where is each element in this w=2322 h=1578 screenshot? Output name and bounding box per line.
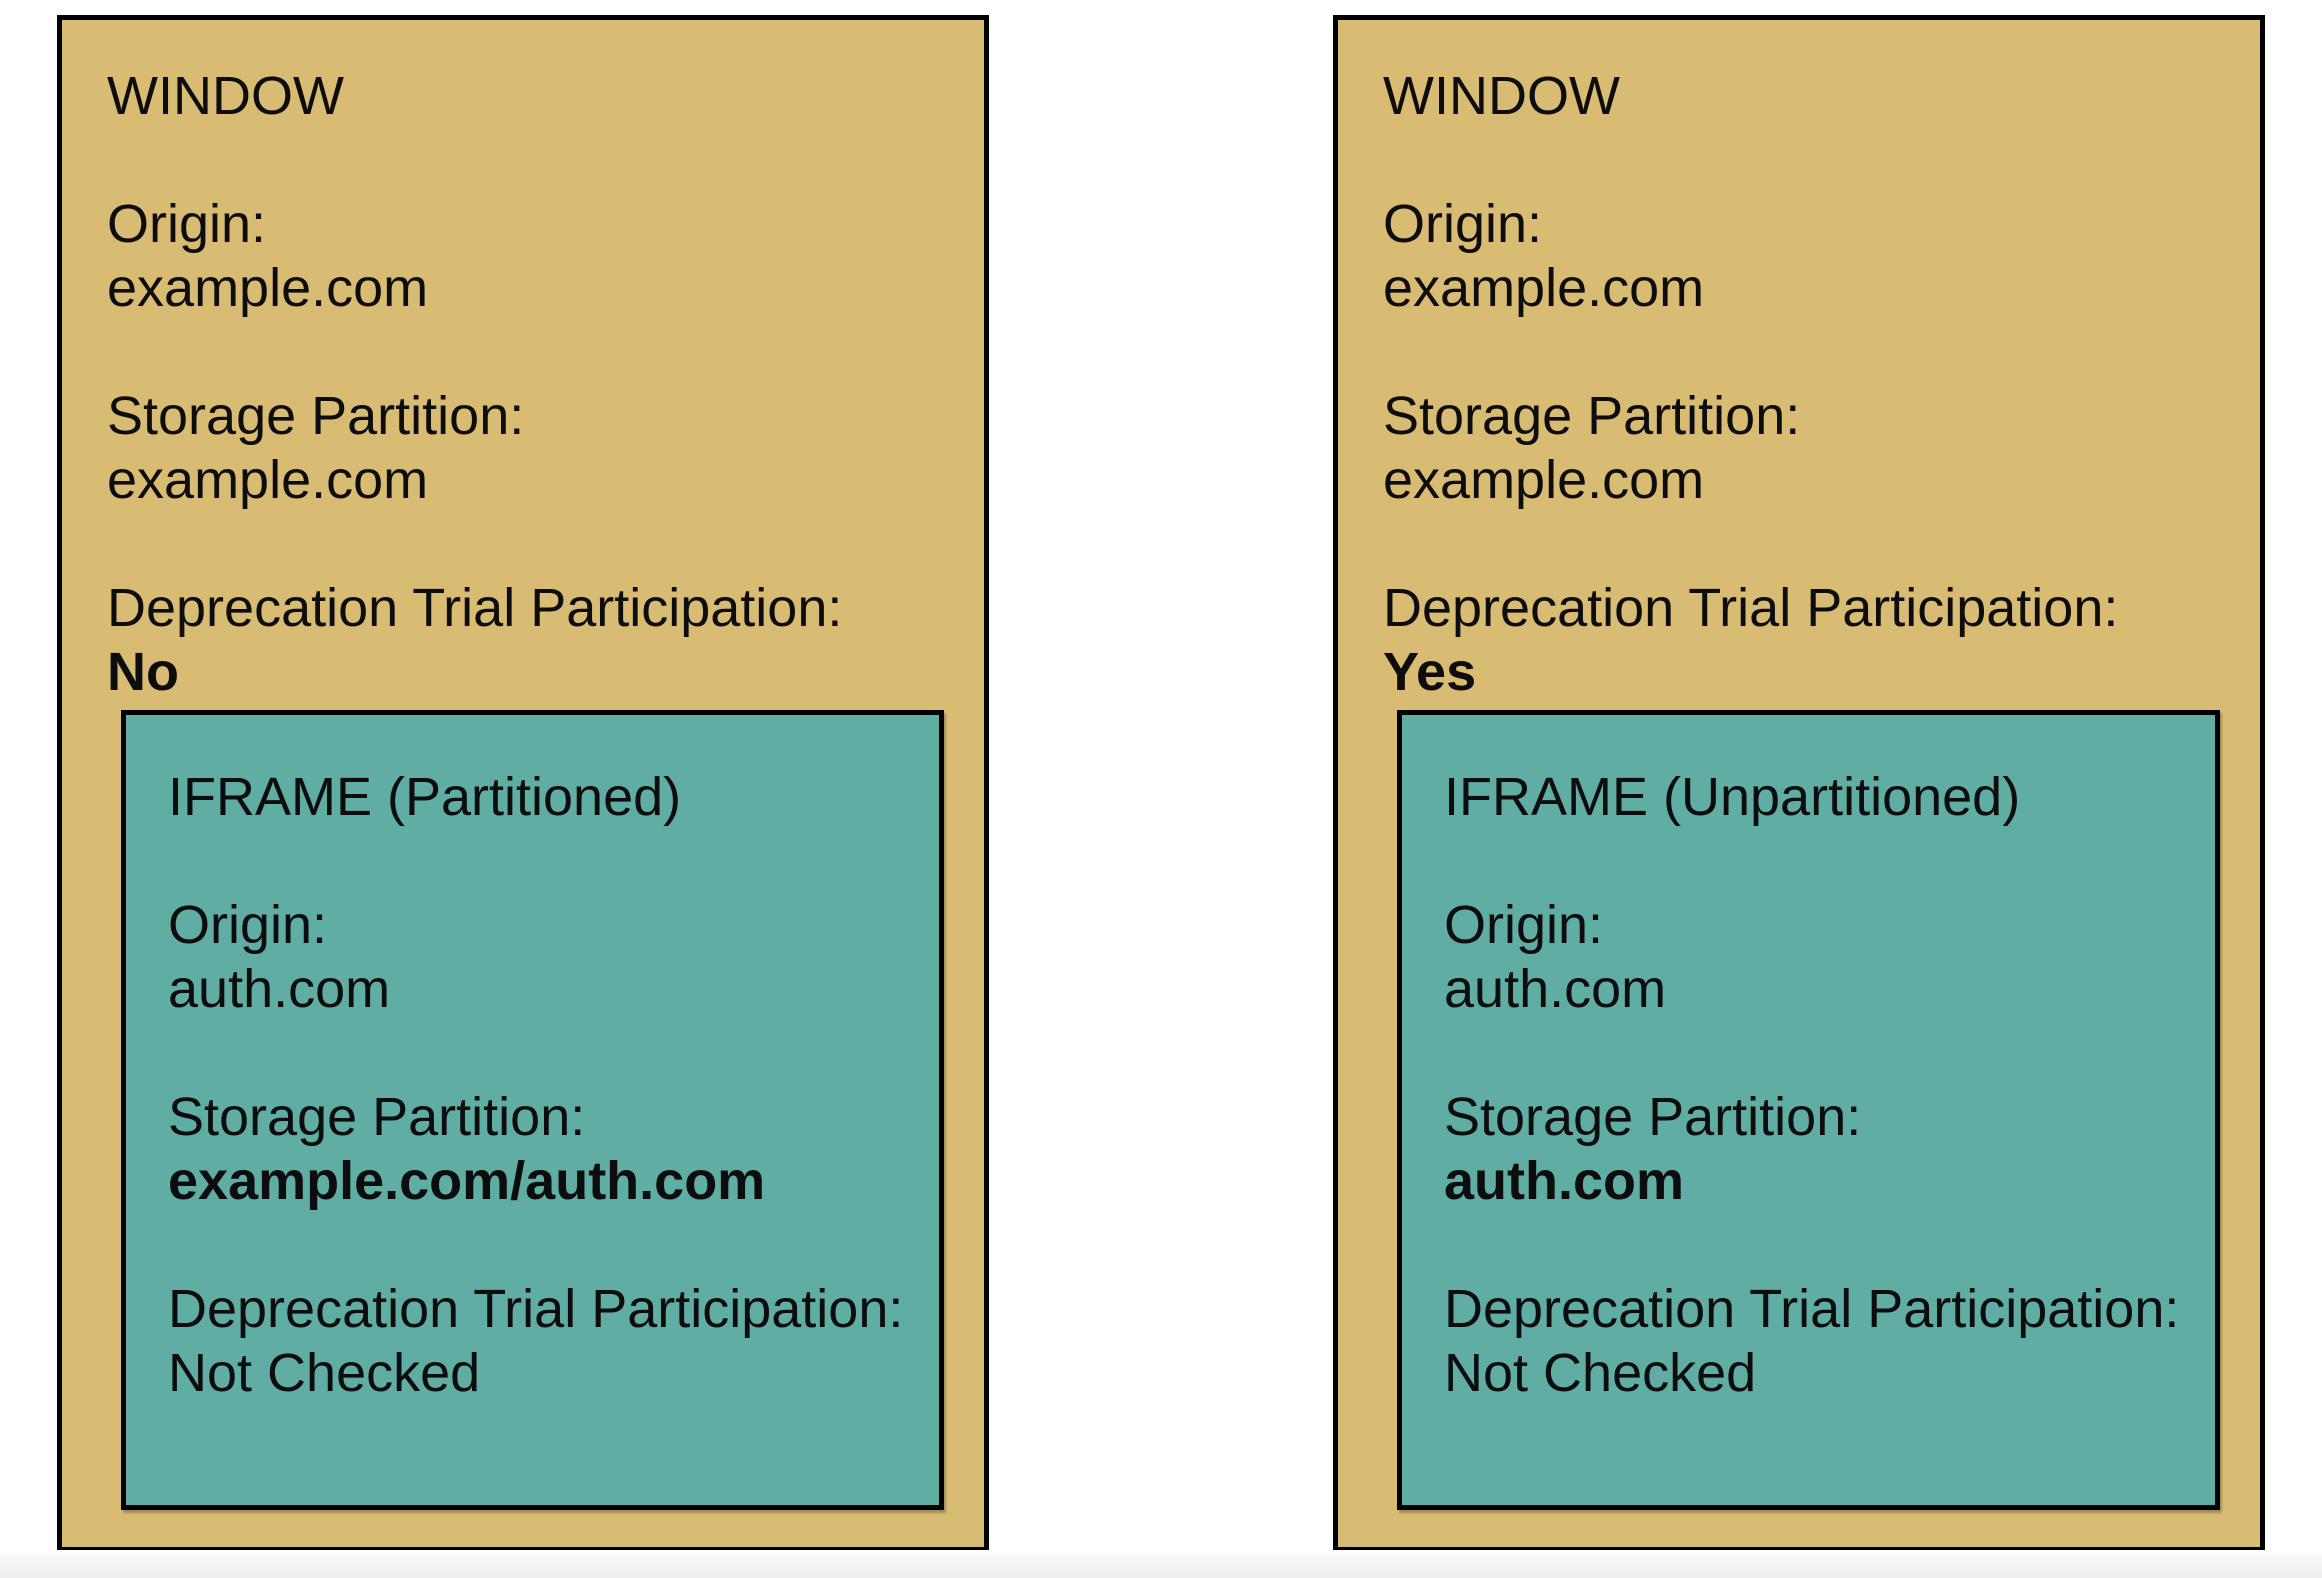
storage-partition-label: Storage Partition:	[1383, 386, 1801, 446]
iframe-origin-field: Origin: auth.com	[168, 893, 919, 1021]
storage-partition-value: example.com/auth.com	[168, 1151, 766, 1211]
storage-partition-value: example.com	[107, 450, 429, 510]
iframe-box-partitioned: IFRAME (Partitioned) Origin: auth.com St…	[121, 710, 944, 1510]
iframe-trial-field: Deprecation Trial Participation: Not Che…	[1444, 1277, 2195, 1405]
deprecation-trial-value: No	[107, 642, 179, 702]
deprecation-trial-value: Not Checked	[168, 1343, 481, 1403]
origin-label: Origin:	[107, 194, 267, 254]
origin-value: example.com	[1383, 258, 1705, 318]
window-origin-field: Origin: example.com	[1383, 192, 2224, 320]
storage-partition-label: Storage Partition:	[107, 386, 525, 446]
iframe-storage-field: Storage Partition: example.com/auth.com	[168, 1085, 919, 1213]
storage-partition-label: Storage Partition:	[168, 1087, 586, 1147]
iframe-title: IFRAME (Partitioned)	[168, 767, 682, 827]
deprecation-trial-label: Deprecation Trial Participation:	[1444, 1279, 2180, 1339]
window-storage-field: Storage Partition: example.com	[107, 384, 948, 512]
iframe-box-unpartitioned: IFRAME (Unpartitioned) Origin: auth.com …	[1397, 710, 2220, 1510]
origin-label: Origin:	[1383, 194, 1543, 254]
origin-value: auth.com	[1444, 959, 1667, 1019]
origin-value: example.com	[107, 258, 429, 318]
deprecation-trial-label: Deprecation Trial Participation:	[168, 1279, 904, 1339]
iframe-storage-field: Storage Partition: auth.com	[1444, 1085, 2195, 1213]
deprecation-trial-value: Not Checked	[1444, 1343, 1757, 1403]
window-box-partitioned: WINDOW Origin: example.com Storage Parti…	[57, 15, 989, 1552]
iframe-origin-field: Origin: auth.com	[1444, 893, 2195, 1021]
window-storage-field: Storage Partition: example.com	[1383, 384, 2224, 512]
window-title: WINDOW	[107, 66, 344, 126]
window-box-unpartitioned: WINDOW Origin: example.com Storage Parti…	[1333, 15, 2265, 1552]
page-bottom-strip	[0, 1550, 2322, 1578]
window-title: WINDOW	[1383, 66, 1620, 126]
origin-label: Origin:	[168, 895, 328, 955]
deprecation-trial-label: Deprecation Trial Participation:	[107, 578, 843, 638]
window-origin-field: Origin: example.com	[107, 192, 948, 320]
window-trial-field: Deprecation Trial Participation: Yes	[1383, 576, 2224, 704]
window-trial-field: Deprecation Trial Participation: No	[107, 576, 948, 704]
storage-partition-label: Storage Partition:	[1444, 1087, 1862, 1147]
iframe-trial-field: Deprecation Trial Participation: Not Che…	[168, 1277, 919, 1405]
deprecation-trial-value: Yes	[1383, 642, 1477, 702]
origin-label: Origin:	[1444, 895, 1604, 955]
origin-value: auth.com	[168, 959, 391, 1019]
storage-partition-value: example.com	[1383, 450, 1705, 510]
iframe-title: IFRAME (Unpartitioned)	[1444, 767, 2021, 827]
deprecation-trial-label: Deprecation Trial Participation:	[1383, 578, 2119, 638]
storage-partition-value: auth.com	[1444, 1151, 1685, 1211]
